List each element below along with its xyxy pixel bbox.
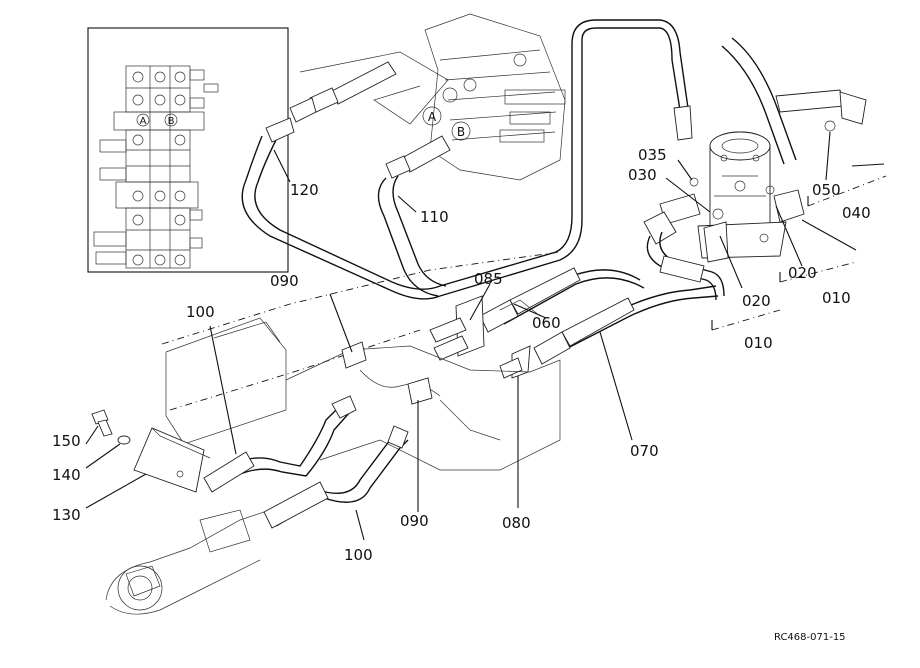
hose-100-lower (263, 425, 409, 529)
callout-050: 050 (812, 181, 841, 199)
bracket-085 (429, 295, 485, 361)
valve-fitting-upper (289, 61, 397, 123)
callout-080: 080 (502, 514, 531, 532)
leader-lines (85, 131, 885, 541)
hose-110 (377, 175, 447, 297)
callout-100-lower: 100 (344, 546, 373, 564)
callout-030: 030 (628, 166, 657, 184)
callout-020-right: 020 (788, 264, 817, 282)
callout-035: 035 (638, 146, 667, 164)
callout-010-left: 010 (744, 334, 773, 352)
callout-labels: 120 110 035 030 050 040 020 010 020 010 … (52, 146, 871, 564)
callout-100-upper: 100 (186, 303, 215, 321)
o-ring-020 (712, 208, 724, 220)
pipe-070 (533, 285, 719, 365)
boom-outline (105, 251, 561, 615)
valve-fitting-lower (385, 135, 451, 179)
callout-110: 110 (420, 208, 449, 226)
fitting-090-lower (407, 377, 433, 405)
port-b-label: B (457, 125, 465, 139)
swivel-fitting-020-right (773, 189, 805, 223)
callout-020-left: 020 (742, 292, 771, 310)
bracket-080 (499, 345, 531, 379)
drawing-code: RC468-071-15 (774, 632, 846, 643)
o-ring-020-right (765, 185, 775, 195)
hose-100-upper (203, 395, 357, 493)
swivel-fitting-020-left (703, 221, 729, 263)
callout-140: 140 (52, 466, 81, 484)
cover-130 (133, 427, 211, 493)
callout-120: 120 (290, 181, 319, 199)
callout-150: 150 (52, 432, 81, 450)
group-boundaries (711, 175, 887, 331)
bolt-150 (91, 409, 113, 437)
swivel-fitting-030 (643, 193, 701, 245)
callout-040: 040 (842, 204, 871, 222)
hose-upper-right (659, 19, 867, 165)
inset-port-b-label: B (168, 116, 175, 127)
o-ring-035 (689, 177, 699, 187)
callout-060: 060 (532, 314, 561, 332)
fitting-090-upper (341, 341, 367, 369)
callout-130: 130 (52, 506, 81, 524)
swivel-joint (697, 131, 787, 259)
callout-085: 085 (474, 270, 503, 288)
callout-090-upper: 090 (270, 272, 299, 290)
callout-070: 070 (630, 442, 659, 460)
callout-090-lower: 090 (400, 512, 429, 530)
inset-port-a-label: A (140, 116, 147, 127)
callout-010-right: 010 (822, 289, 851, 307)
hose-120 (241, 19, 660, 300)
port-a-label: A (428, 110, 437, 124)
hose-swivel-down (646, 231, 725, 301)
o-ring-050 (824, 120, 836, 132)
pipe-060 (479, 267, 645, 333)
washer-140 (117, 435, 131, 445)
control-valve-inset: A B (87, 27, 289, 273)
control-valve: A B (299, 13, 566, 181)
